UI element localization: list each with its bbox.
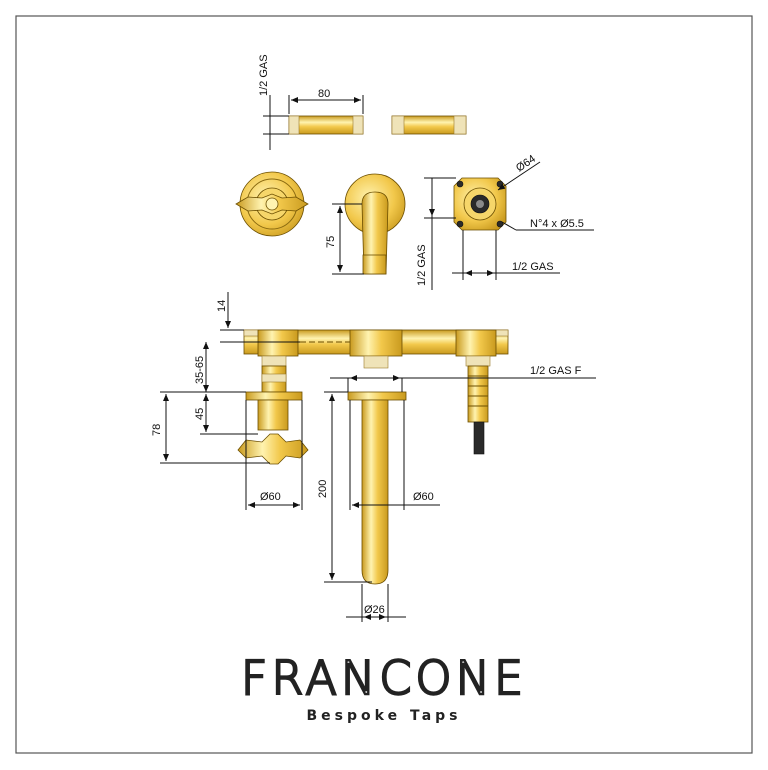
dim-14-label: 14 [216, 300, 228, 312]
dim-75-label: 75 [325, 236, 337, 248]
handle-side-view [237, 391, 309, 465]
mounting-plate [453, 177, 507, 231]
dim-side-gas-label: 1/2 GAS [416, 244, 428, 286]
dim-78-label: 78 [151, 424, 163, 436]
sheet-border [15, 15, 753, 754]
assembly-body [243, 329, 509, 455]
dim-dia60-left-label: Ø60 [260, 491, 281, 503]
dim-plate-gas-label: 1/2 GAS [512, 261, 554, 273]
brand-logo: FRANCONE [241, 651, 527, 705]
spout-front-view [344, 173, 406, 275]
dim-top-gas-label: 1/2 GAS [258, 54, 270, 96]
extension-pipes [288, 115, 467, 135]
dim-200-label: 200 [317, 480, 329, 498]
dim-dia26-label: Ø26 [364, 604, 385, 616]
dim-80-label: 80 [318, 88, 330, 100]
dim-holes-label: N°4 x Ø5.5 [530, 218, 584, 230]
dim-dia60-right-label: Ø60 [413, 491, 434, 503]
dim-35-65-label: 35-65 [194, 356, 206, 384]
handle-front-view [235, 171, 309, 237]
brand-tagline: Bespoke Taps [307, 708, 462, 724]
dim-gas-f-label: 1/2 GAS F [530, 365, 582, 377]
spout-side-view [347, 391, 407, 585]
dim-45-label: 45 [194, 408, 206, 420]
